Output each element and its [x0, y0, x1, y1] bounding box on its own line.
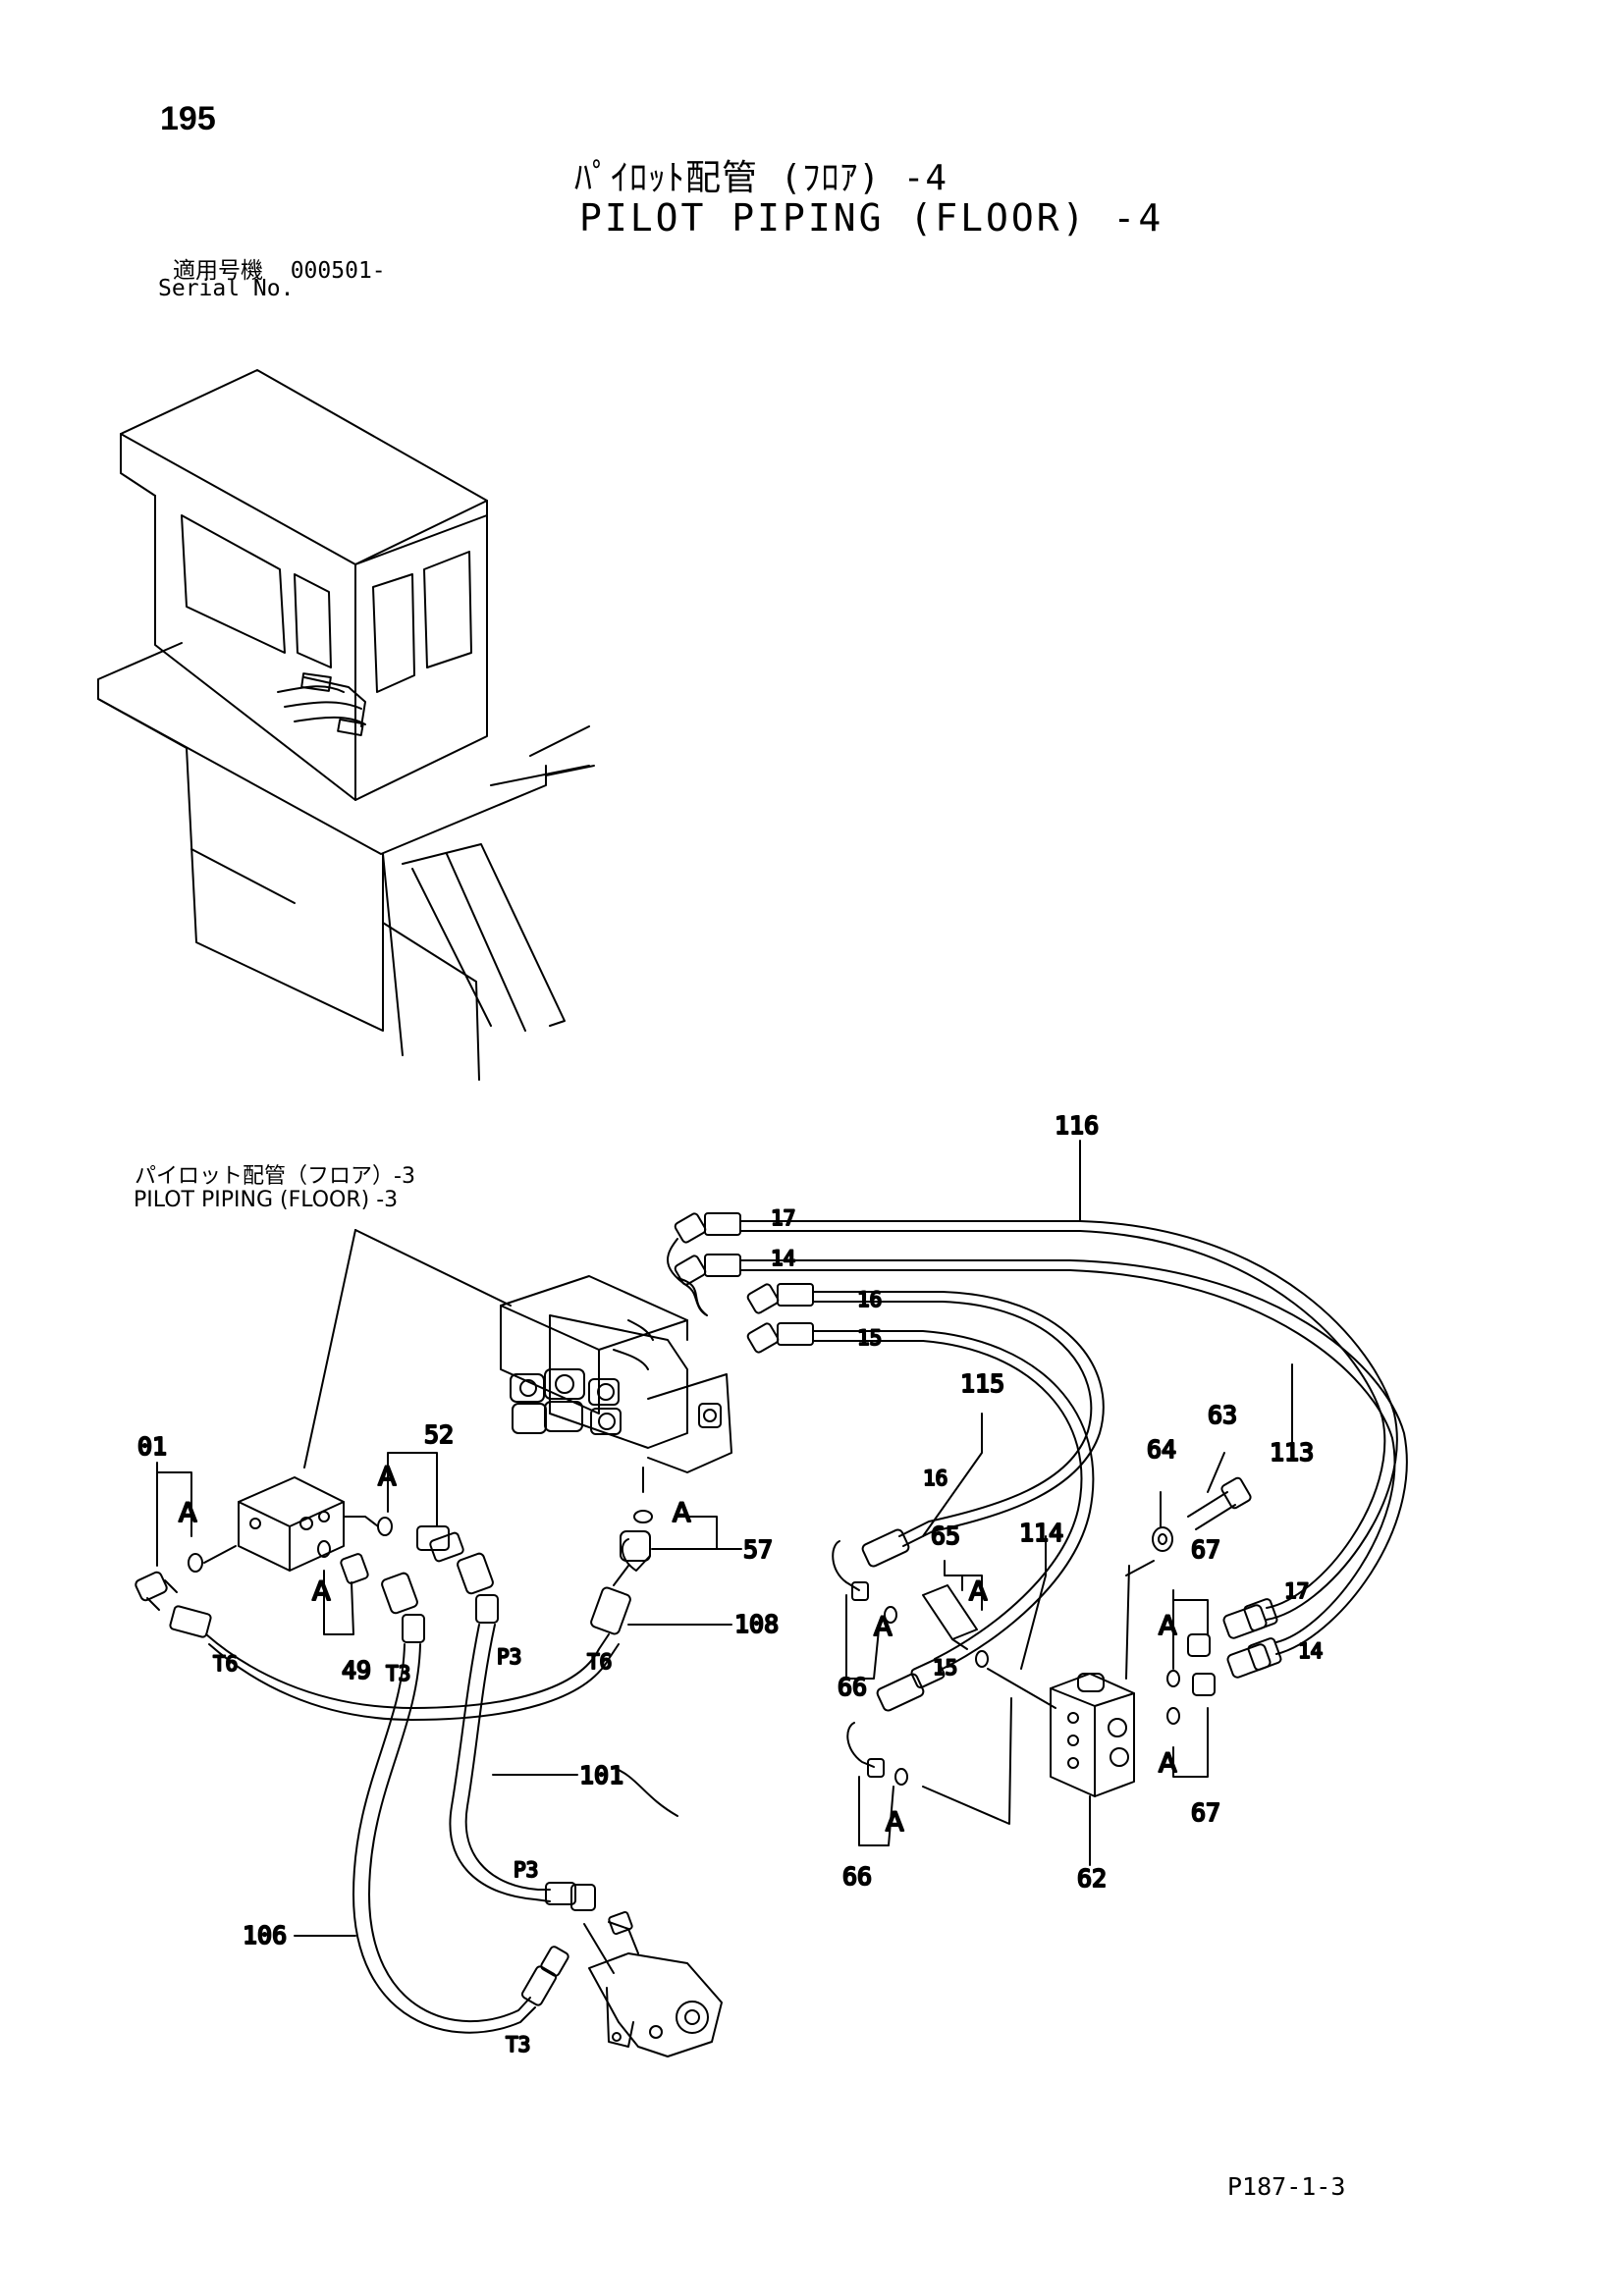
page-title: PILOT PIPING (FLOOR) -4 [579, 196, 1164, 240]
left-fitting-assembly [135, 1229, 723, 2057]
serial-range: 適用号機 000501- [173, 251, 386, 285]
hose-tag-17: 17 [771, 1206, 795, 1230]
port-a-label: A [378, 1462, 397, 1492]
serial-value: 000501- [290, 258, 386, 284]
callout-67: 67 [1191, 1535, 1220, 1564]
pilot-valve-block [500, 1275, 732, 1493]
serial-label-japanese: 適用号機 [173, 258, 263, 284]
callout-106: 106 [243, 1921, 287, 1949]
hose-tag-p3: P3 [497, 1645, 521, 1669]
reference-link[interactable]: PILOT PIPING (FLOOR) -3 [134, 1188, 399, 1212]
port-a-label: A [969, 1576, 988, 1607]
port-a-label: A [1159, 1748, 1177, 1779]
callout-66: 66 [842, 1862, 872, 1891]
hose-tag-14: 14 [771, 1247, 795, 1270]
hose-tag-14: 14 [1298, 1639, 1323, 1663]
callout-66: 66 [838, 1673, 867, 1701]
port-a-label: A [1159, 1611, 1177, 1641]
page-title-japanese: ﾊﾟｲﾛｯﾄ配管 (ﾌﾛｱ) -4 [574, 158, 948, 198]
hose-tag-t3: T3 [386, 1662, 410, 1685]
callout-52: 52 [424, 1420, 454, 1449]
hose-tag-t6: T6 [587, 1650, 612, 1674]
page-number: 195 [160, 100, 216, 137]
port-a-label: A [673, 1498, 691, 1528]
hose-tag-17: 17 [1284, 1579, 1309, 1603]
hose-tag-t3: T3 [506, 2033, 530, 2056]
callout-leaders [156, 1140, 1293, 1937]
cab-overview-drawing [97, 369, 595, 1081]
hose-tag-p3: P3 [514, 1858, 538, 1882]
hose-tag-t6: T6 [213, 1652, 238, 1676]
callout-113: 113 [1270, 1438, 1314, 1467]
callout-64: 64 [1147, 1435, 1176, 1464]
callout-108: 108 [734, 1610, 779, 1638]
footer-code: P187-1-3 [1227, 2172, 1346, 2201]
hose-tag-15: 15 [933, 1656, 957, 1680]
hose-tag-15: 15 [857, 1326, 882, 1350]
port-a-label: A [179, 1498, 197, 1528]
callout-65: 65 [931, 1522, 960, 1550]
port-a-label: A [886, 1807, 904, 1838]
callout-01: 01 [137, 1432, 167, 1461]
callout-116: 116 [1055, 1111, 1099, 1140]
callout-62: 62 [1077, 1864, 1107, 1893]
callout-114: 114 [1019, 1519, 1063, 1547]
callout-63: 63 [1208, 1401, 1237, 1429]
port-a-label: A [874, 1612, 893, 1642]
hose-tag-16: 16 [857, 1288, 882, 1311]
callout-115: 115 [960, 1369, 1004, 1398]
callout-67: 67 [1191, 1798, 1220, 1827]
reference-japanese: パイロット配管（フロア）-3 [135, 1164, 415, 1189]
port-a-label: A [312, 1576, 331, 1607]
hose-tag-16: 16 [923, 1467, 947, 1490]
pilot-hose-bundle [667, 1212, 1408, 1778]
callout-49: 49 [342, 1656, 371, 1684]
callout-57: 57 [743, 1535, 773, 1564]
serial-label: Serial No. [158, 276, 295, 301]
callout-101: 101 [579, 1761, 623, 1789]
